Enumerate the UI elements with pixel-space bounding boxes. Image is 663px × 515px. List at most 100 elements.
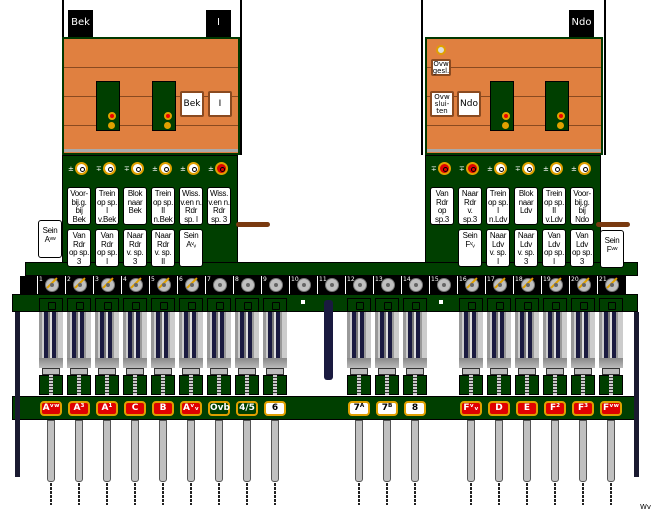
- label-card: Sein Aᵛᵥ: [179, 229, 203, 267]
- indicator-dial[interactable]: [131, 162, 144, 175]
- lever-13[interactable]: [375, 298, 399, 396]
- block-instrument: [490, 81, 514, 131]
- lever-20[interactable]: [571, 298, 595, 396]
- lever-handle[interactable]: [495, 420, 503, 482]
- indicator-dial[interactable]: [494, 162, 507, 175]
- indicator-dial[interactable]: [103, 162, 116, 175]
- lever-handle[interactable]: [579, 420, 587, 482]
- label-card: Van Ldv op sp. 3: [570, 229, 594, 267]
- lever-21[interactable]: [599, 298, 623, 396]
- lever-number: 18: [515, 276, 523, 283]
- lever-slot-1: 1: [37, 276, 65, 294]
- lever-label: F²: [544, 401, 566, 416]
- lever-3[interactable]: [95, 298, 119, 396]
- lever-indicator-disc: [45, 278, 59, 292]
- lever-handle[interactable]: [187, 420, 195, 482]
- lever-handle[interactable]: [523, 420, 531, 482]
- label-card: Naar Rdr v. sp. II: [151, 229, 175, 267]
- block-instrument: [96, 81, 120, 131]
- lever-indicator-disc: [157, 278, 171, 292]
- lever-handle[interactable]: [215, 420, 223, 482]
- lever-chain: [190, 483, 192, 505]
- lever-slot-5: 5: [149, 276, 177, 294]
- lever-handle[interactable]: [607, 420, 615, 482]
- lever-chain: [386, 483, 388, 505]
- lever-label: B: [152, 401, 174, 416]
- lever-label: 7ᴮ: [376, 401, 398, 416]
- indicator-dial[interactable]: [578, 162, 591, 175]
- lever-slot-10: 10: [289, 276, 317, 294]
- lever-chain: [358, 483, 360, 505]
- lever-number: 2: [67, 276, 71, 283]
- lever-14[interactable]: [403, 298, 427, 396]
- crank-handle[interactable]: [236, 222, 270, 227]
- indicator-dial[interactable]: [522, 162, 535, 175]
- lever-handle[interactable]: [411, 420, 419, 482]
- lever-label: Fᵛᵥ: [460, 401, 482, 416]
- indicator-dial[interactable]: [438, 162, 451, 175]
- lever-label: A¹: [96, 401, 118, 416]
- crank-handle[interactable]: [596, 222, 630, 227]
- lever-handle[interactable]: [103, 420, 111, 482]
- lever-12[interactable]: [347, 298, 371, 396]
- lever-2[interactable]: [67, 298, 91, 396]
- lever-handle[interactable]: [467, 420, 475, 482]
- label-card: Naar Ldv v. sp. I: [486, 229, 510, 267]
- indicator-dial[interactable]: [466, 162, 479, 175]
- lever-number: 16: [459, 276, 467, 283]
- lever-indicator-disc: [381, 278, 395, 292]
- lever-label: 6: [264, 401, 286, 416]
- lever-chain: [134, 483, 136, 505]
- indicator-dial[interactable]: [159, 162, 172, 175]
- lever-handle[interactable]: [131, 420, 139, 482]
- lever-slot-12: 12: [345, 276, 373, 294]
- lever-number: 11: [319, 276, 327, 283]
- lever-9[interactable]: [263, 298, 287, 396]
- lever-chain: [162, 483, 164, 505]
- lever-16[interactable]: [459, 298, 483, 396]
- lever-handle[interactable]: [355, 420, 363, 482]
- lever-number: 12: [347, 276, 355, 283]
- lever-handle[interactable]: [551, 420, 559, 482]
- lever-slot-11: 11: [317, 276, 345, 294]
- lever-chain: [554, 483, 556, 505]
- lever-handle[interactable]: [47, 420, 55, 482]
- lever-number: 4: [123, 276, 127, 283]
- lever-number: 8: [235, 276, 239, 283]
- lever-7[interactable]: [207, 298, 231, 396]
- lever-label: Fᵛʷ: [600, 401, 622, 416]
- lever-slot-2: 2: [65, 276, 93, 294]
- right-instrument-cabinet: Ovw gesl. Ovw slui- ten Ndo: [425, 37, 603, 155]
- lever-number: 7: [207, 276, 211, 283]
- indicator-dial[interactable]: [215, 162, 228, 175]
- lever-handle[interactable]: [159, 420, 167, 482]
- lever-18[interactable]: [515, 298, 539, 396]
- lever-handle[interactable]: [383, 420, 391, 482]
- frame-leg: [634, 312, 639, 477]
- lever-slot-15: 15: [429, 276, 457, 294]
- lever-8[interactable]: [235, 298, 259, 396]
- lever-17[interactable]: [487, 298, 511, 396]
- lever-handle[interactable]: [271, 420, 279, 482]
- indicator-dial[interactable]: [75, 162, 88, 175]
- lever-chain: [106, 483, 108, 505]
- lever-number: 19: [543, 276, 551, 283]
- lever-slot-8: 8: [233, 276, 261, 294]
- lever-number: 9: [263, 276, 267, 283]
- locking-handle[interactable]: [324, 300, 333, 380]
- label-card: Naar Rdr v. sp.3: [458, 187, 482, 225]
- lever-indicator-disc: [185, 278, 199, 292]
- indicator-dial[interactable]: [187, 162, 200, 175]
- lever-handle[interactable]: [75, 420, 83, 482]
- lever-6[interactable]: [179, 298, 203, 396]
- lever-handle[interactable]: [243, 420, 251, 482]
- lever-indicator-disc: [269, 278, 283, 292]
- lever-chain: [78, 483, 80, 505]
- lever-5[interactable]: [151, 298, 175, 396]
- left-instrument-cabinet: Bek I: [62, 37, 240, 155]
- lever-19[interactable]: [543, 298, 567, 396]
- indicator-dial[interactable]: [550, 162, 563, 175]
- lever-indicator-disc: [213, 278, 227, 292]
- lever-4[interactable]: [123, 298, 147, 396]
- lever-1[interactable]: [39, 298, 63, 396]
